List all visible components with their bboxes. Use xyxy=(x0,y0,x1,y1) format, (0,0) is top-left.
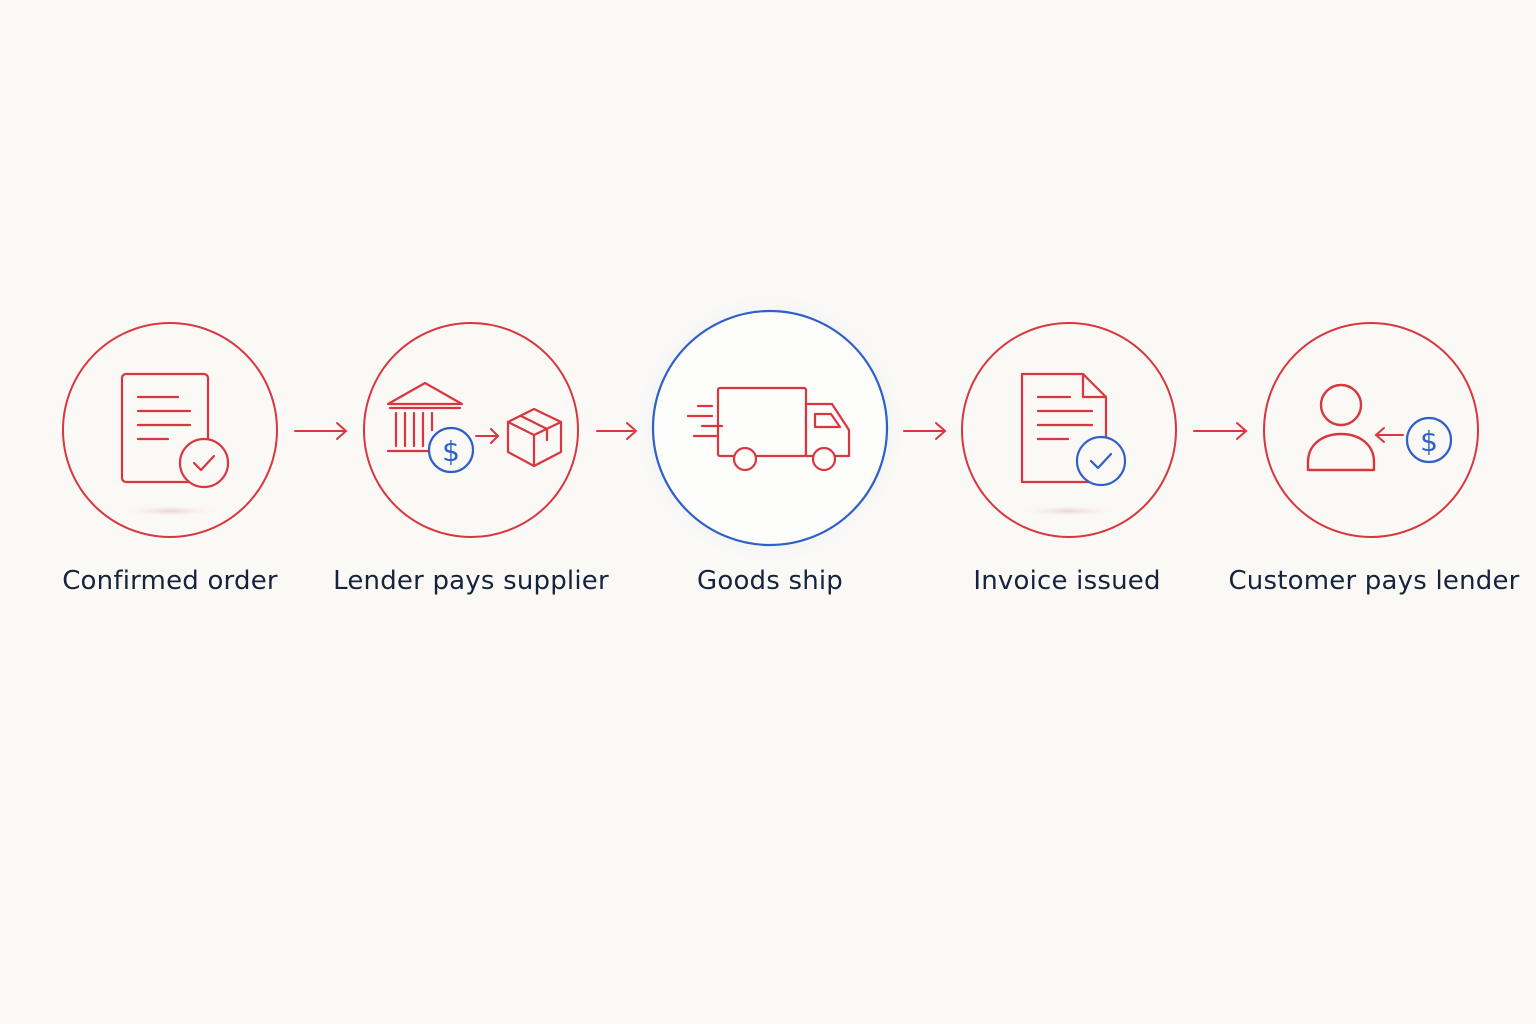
step-label-confirmed-order: Confirmed order xyxy=(62,566,278,596)
invoice-check-icon xyxy=(1020,372,1127,487)
dollar-symbol: $ xyxy=(442,435,460,468)
person-icon xyxy=(1306,383,1376,472)
step-label-lender-pays-supplier: Lender pays supplier xyxy=(333,566,609,596)
arrow-right xyxy=(1193,422,1248,440)
document-check-icon xyxy=(120,372,230,489)
bank-icon xyxy=(386,381,464,453)
step-circle xyxy=(1263,322,1479,538)
dollar-coin-icon: $ xyxy=(1405,416,1453,464)
arrow-right xyxy=(294,422,348,440)
step-label-customer-pays-lender: Customer pays lender xyxy=(1228,566,1520,596)
step-circle xyxy=(363,322,579,538)
arrow-right-small xyxy=(475,428,500,444)
step-confirmed-order xyxy=(62,322,278,538)
dollar-coin-icon: $ xyxy=(427,426,475,474)
step-customer-pays-lender: $ xyxy=(1263,322,1479,538)
step-label-invoice-issued: Invoice issued xyxy=(973,566,1161,596)
step-goods-ship xyxy=(632,290,908,566)
arrow-left-small xyxy=(1374,427,1404,443)
step-lender-pays-supplier: $ xyxy=(363,322,579,538)
step-circle xyxy=(961,322,1177,538)
arrow-right xyxy=(596,422,638,440)
step-invoice-issued xyxy=(961,322,1177,538)
step-circle xyxy=(62,322,278,538)
arrow-right xyxy=(903,422,947,440)
dollar-symbol: $ xyxy=(1420,425,1438,458)
package-box-icon xyxy=(506,407,563,468)
delivery-truck-icon xyxy=(686,386,851,472)
step-label-goods-ship: Goods ship xyxy=(696,566,844,596)
